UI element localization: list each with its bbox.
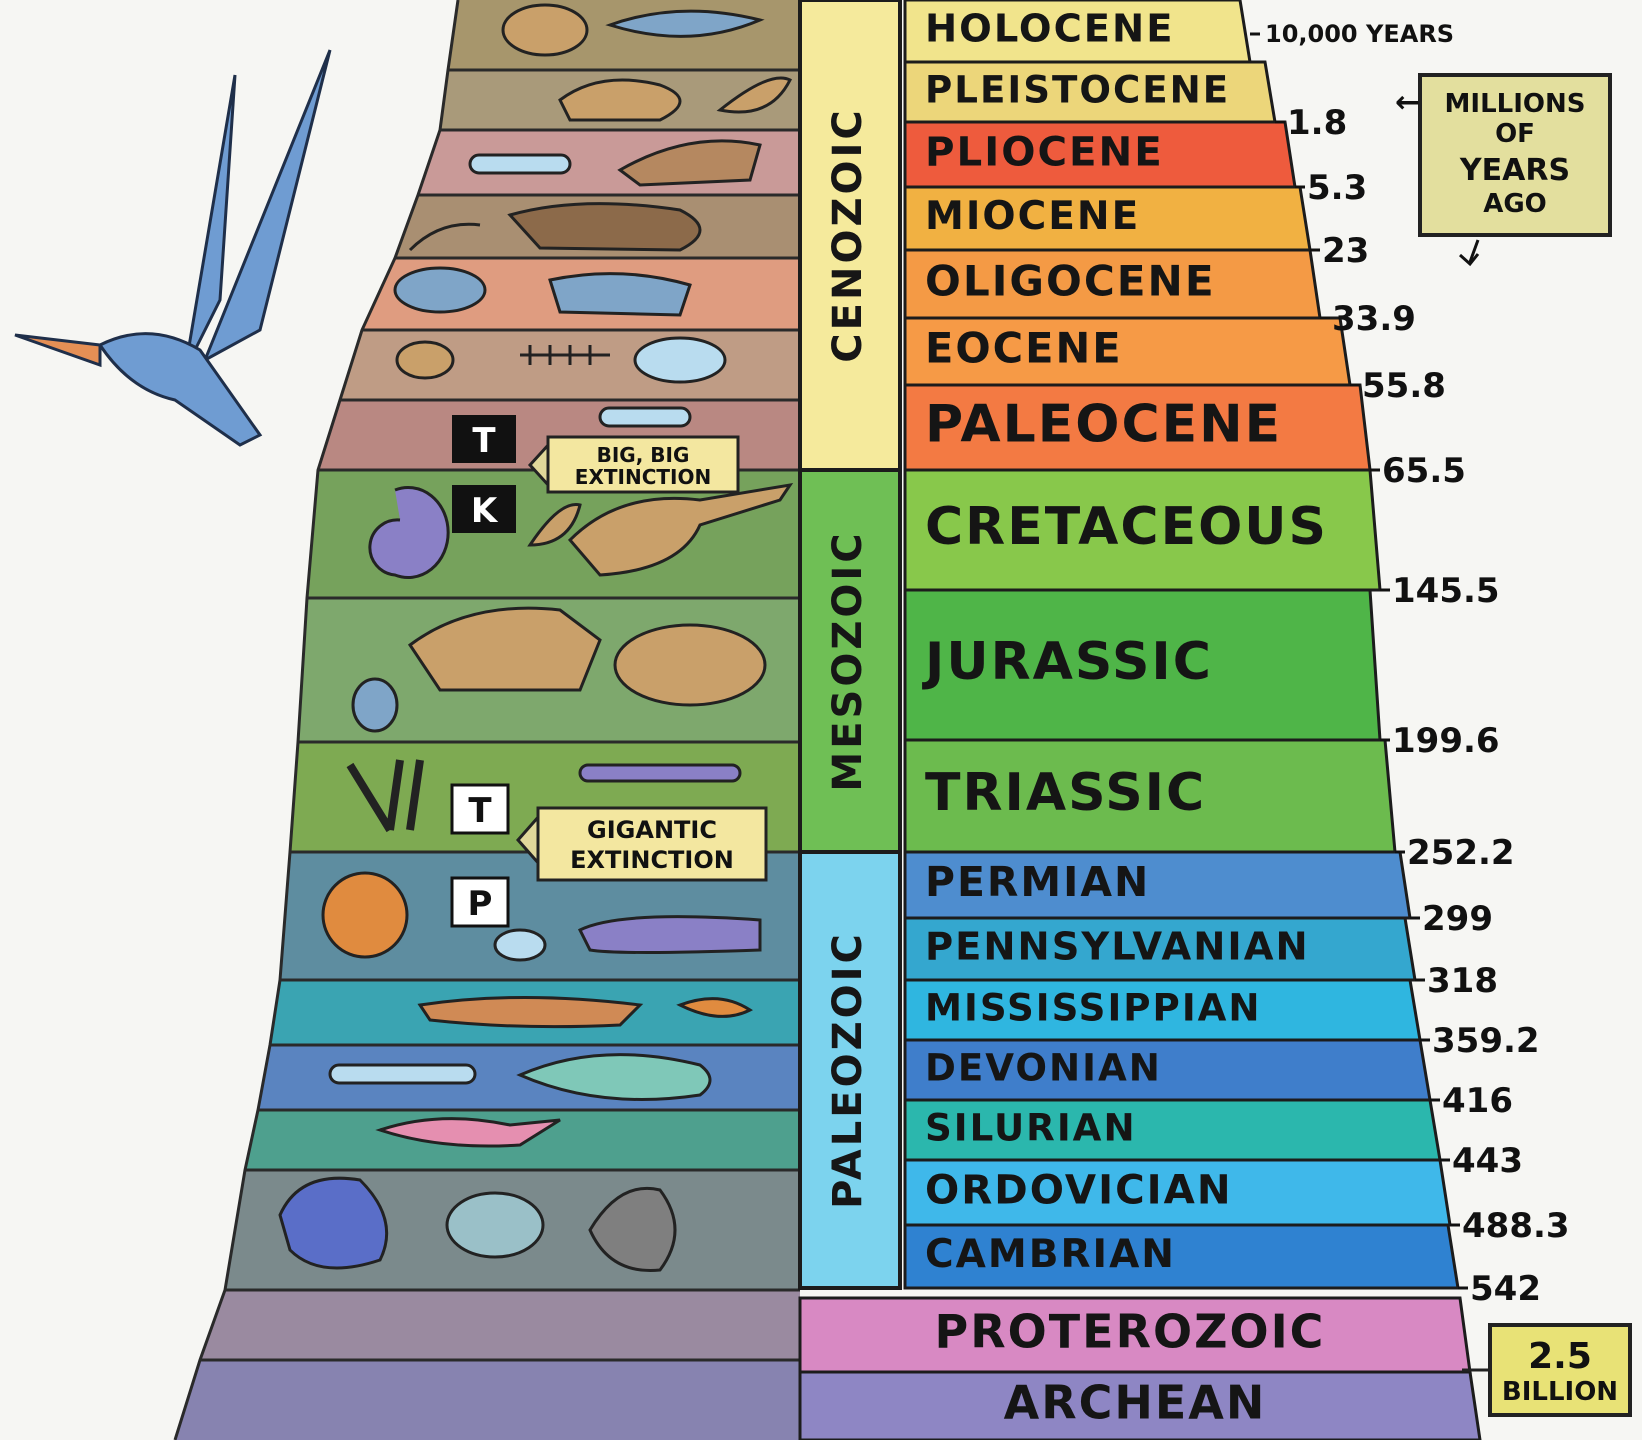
- period-label-oligocene: OLIGOCENE: [925, 257, 1216, 306]
- billion-unit: BILLION: [1502, 1377, 1618, 1407]
- extinction-kt-label-line1: BIG, BIG: [597, 443, 690, 467]
- leaf-fossil-icon: [397, 342, 453, 378]
- age-label-ordovician: 488.3: [1462, 1206, 1570, 1246]
- era-label-cenozoic: CENOZOIC: [825, 107, 871, 362]
- age-label-pliocene: 5.3: [1307, 168, 1367, 208]
- age-label-permian: 299: [1422, 899, 1493, 939]
- extinction-tp-label-line1: GIGANTIC: [587, 816, 717, 844]
- scale-legend-line1: MILLIONS: [1445, 89, 1586, 119]
- extinction-tp-bottom-letter: P: [468, 884, 493, 924]
- bone-fossil-icon: [600, 408, 690, 426]
- down-arrow-head-icon: [1460, 254, 1478, 264]
- age-label-cambrian: 542: [1470, 1269, 1541, 1309]
- scale-legend-line3: YEARS: [1459, 153, 1570, 188]
- stratum-archean-rock: [175, 1360, 800, 1440]
- period-label-ordovician: ORDOVICIAN: [925, 1167, 1233, 1214]
- age-label-devonian: 416: [1442, 1081, 1513, 1121]
- period-label-miocene: MIOCENE: [925, 194, 1140, 239]
- extinction-tp-label-line2: EXTINCTION: [570, 846, 734, 874]
- scale-legend-line4: AGO: [1483, 189, 1547, 219]
- belemnite-fossil-icon: [330, 1065, 475, 1083]
- period-label-cambrian: CAMBRIAN: [925, 1232, 1176, 1277]
- precambrian-column: PROTEROZOIC ARCHEAN: [800, 1298, 1480, 1440]
- pterosaur-icon: [15, 50, 330, 445]
- period-label-holocene: HOLOCENE: [925, 7, 1174, 52]
- ammonite-fossil-icon: [323, 873, 407, 957]
- scale-legend-box: MILLIONS OF YEARS AGO ←: [1395, 75, 1610, 264]
- period-label-eocene: EOCENE: [925, 324, 1123, 373]
- age-label-mississippian: 359.2: [1432, 1021, 1540, 1061]
- age-label-oligocene: 33.9: [1332, 299, 1416, 339]
- period-label-pliocene: PLIOCENE: [925, 129, 1164, 176]
- stratum-proterozoic-rock: [200, 1290, 800, 1360]
- era-label-paleozoic: PALEOZOIC: [825, 931, 871, 1209]
- period-label-silurian: SILURIAN: [925, 1106, 1137, 1150]
- period-label-devonian: DEVONIAN: [925, 1046, 1162, 1090]
- age-label-holocene: 10,000 YEARS: [1265, 20, 1454, 48]
- skull-fossil-icon: [550, 274, 690, 315]
- shell-fossil-icon: [495, 930, 545, 960]
- period-column: HOLOCENE PLEISTOCENE PLIOCENE MIOCENE OLIGOC…: [905, 0, 1458, 1288]
- eon-label-archean: ARCHEAN: [1004, 1376, 1267, 1430]
- age-label-triassic: 252.2: [1407, 833, 1515, 873]
- billion-box: 2.5 BILLION: [1462, 1325, 1630, 1415]
- scale-legend-line2: OF: [1495, 119, 1535, 149]
- shell-fossil-icon: [353, 679, 397, 731]
- pterosaur-beak-icon: [15, 335, 100, 365]
- age-label-cretaceous: 145.5: [1392, 571, 1500, 611]
- trilobite-fossil-icon: [280, 1178, 387, 1268]
- leaf-fossil-icon: [615, 625, 765, 705]
- skull-fossil-icon: [395, 268, 485, 312]
- stratum-holocene-rock: [448, 0, 800, 70]
- age-label-pennsylvanian: 318: [1427, 961, 1498, 1001]
- age-label-paleocene: 65.5: [1382, 451, 1466, 491]
- eon-label-proterozoic: PROTEROZOIC: [935, 1305, 1326, 1359]
- brachiopod-fossil-icon: [447, 1193, 543, 1257]
- age-label-jurassic: 199.6: [1392, 721, 1500, 761]
- age-label-eocene: 55.8: [1362, 366, 1446, 406]
- period-label-mississippian: MISSISSIPPIAN: [925, 986, 1262, 1030]
- period-label-jurassic: JURASSIC: [922, 632, 1213, 692]
- shark-fossil-icon: [420, 998, 640, 1027]
- age-label-silurian: 443: [1452, 1141, 1523, 1181]
- extinction-kt-bottom-letter: K: [471, 491, 499, 531]
- pterosaur-body-icon: [100, 334, 260, 445]
- era-label-mesozoic: MESOZOIC: [825, 530, 871, 791]
- billion-value: 2.5: [1528, 1336, 1592, 1377]
- extinction-kt-top-letter: T: [472, 421, 496, 461]
- period-label-pleistocene: PLEISTOCENE: [925, 68, 1230, 112]
- skull-fossil-icon: [510, 204, 700, 250]
- sea-lily-fossil-icon: [580, 917, 760, 953]
- age-label-miocene: 23: [1322, 231, 1369, 271]
- era-column: CENOZOIC MESOZOIC PALEOZOIC: [800, 0, 900, 1288]
- period-label-permian: PERMIAN: [925, 858, 1150, 906]
- extinction-kt-label-line2: EXTINCTION: [575, 465, 711, 489]
- left-arrow-icon: ←: [1395, 85, 1420, 120]
- period-label-paleocene: PALEOCENE: [925, 395, 1282, 455]
- period-label-cretaceous: CRETACEOUS: [925, 497, 1328, 557]
- bone-fossil-icon: [470, 155, 570, 173]
- period-label-triassic: TRIASSIC: [925, 763, 1206, 823]
- skull-fossil-icon: [503, 5, 587, 55]
- extinction-tp-top-letter: T: [468, 791, 492, 831]
- age-label-pleistocene: 1.8: [1287, 103, 1347, 143]
- period-label-pennsylvanian: PENNSYLVANIAN: [925, 925, 1310, 970]
- belemnite-fossil-icon: [580, 765, 740, 781]
- skull-fossil-icon: [635, 338, 725, 382]
